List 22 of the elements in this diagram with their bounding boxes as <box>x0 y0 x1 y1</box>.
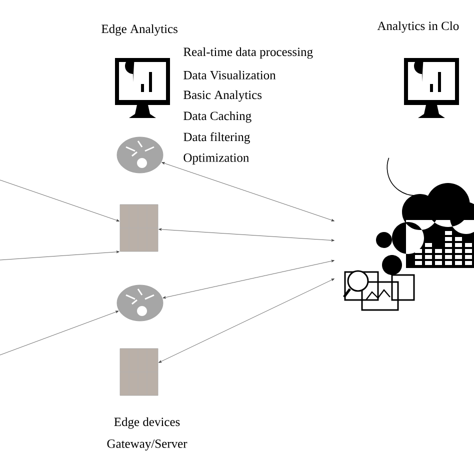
caption-text: Gateway/Server <box>107 440 188 450</box>
router-icon <box>116 284 164 322</box>
server-icon <box>120 348 158 396</box>
arrow <box>0 250 120 260</box>
feature-text: Data filtering <box>184 132 250 144</box>
caption-text: Edge devices <box>114 417 180 429</box>
heading: Analytics in Clo <box>377 21 459 33</box>
arrow <box>158 278 334 363</box>
cloud-analytics-drawing <box>343 157 474 311</box>
feature-text: Basic Analytics <box>184 90 262 102</box>
feature-text: Data Caching <box>184 111 252 123</box>
arrow <box>0 310 119 356</box>
server-icon <box>120 204 158 252</box>
feature-text: Optimization <box>184 154 249 164</box>
arrow <box>162 260 334 299</box>
feature-text: Data Visualization <box>184 70 276 80</box>
heading: Edge Analytics <box>102 24 178 36</box>
router-icon <box>116 136 164 174</box>
feature-text: Real-time data processing <box>184 47 313 59</box>
arrow <box>158 228 334 242</box>
arrow <box>0 180 120 222</box>
arrow <box>162 162 334 222</box>
